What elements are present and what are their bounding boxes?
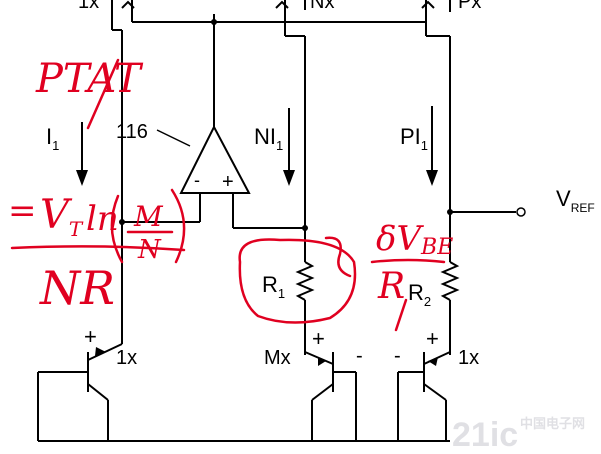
annotation-formula-denom: NR — [39, 261, 115, 315]
annotation-formula-eq: = — [8, 191, 37, 231]
q-mid-plus-label: + — [312, 326, 325, 351]
watermark-cn-text: 中国电子网 — [520, 416, 585, 431]
q-mid-size-label: Mx — [264, 347, 291, 369]
annotation-formula-vt: VT — [40, 192, 84, 241]
vref-label: VREF — [556, 186, 595, 215]
annotation-dvbe-r: R — [377, 266, 405, 307]
annotation-formula-ln: ln — [86, 199, 119, 239]
current-right-label: PI1 — [400, 124, 428, 153]
mirror-right-label: Px — [458, 0, 481, 13]
annotation-formula-m: M — [133, 200, 164, 233]
mirror-left-label: 1x — [78, 0, 99, 13]
watermark-logo: 21ic 中国电子网 — [452, 416, 585, 454]
emitter-arrows — [95, 347, 438, 366]
r1-label: R1 — [262, 272, 285, 301]
current-left-label: I1 — [46, 124, 59, 153]
q-right-size-label: 1x — [458, 347, 479, 369]
opamp-plus-label: + — [222, 171, 234, 193]
watermark-brand: 21ic — [452, 416, 518, 454]
mirror-mid-label: Nx — [310, 0, 334, 13]
resistor-r2 — [440, 261, 460, 301]
annotation-formula-n: N — [137, 235, 162, 265]
q-left-size-label: 1x — [116, 347, 137, 369]
mirror-gate-ticks — [121, 0, 435, 9]
opamp-ref-label: 116 — [116, 121, 148, 143]
q-left-plus-label: + — [84, 324, 97, 349]
q-mid-minus-label: - — [356, 345, 363, 367]
circuit-wires — [37, 0, 516, 442]
r2-label: R2 — [408, 280, 431, 309]
junction-dots — [119, 19, 453, 231]
handwritten-annotations — [10, 58, 446, 332]
opamp-minus-label: - — [194, 170, 200, 190]
annotation-dvbe: δVBE — [376, 219, 453, 260]
annotation-ptat: PTAT — [35, 56, 144, 102]
opamp-leader — [156, 129, 191, 147]
resistor-r1 — [295, 261, 315, 301]
current-mid-label: NI1 — [254, 124, 283, 153]
q-right-plus-label: + — [426, 326, 439, 351]
vref-terminal — [516, 207, 526, 217]
current-arrows — [76, 106, 438, 186]
q-right-minus-label: - — [394, 345, 401, 367]
opamp-symbol — [179, 124, 251, 194]
